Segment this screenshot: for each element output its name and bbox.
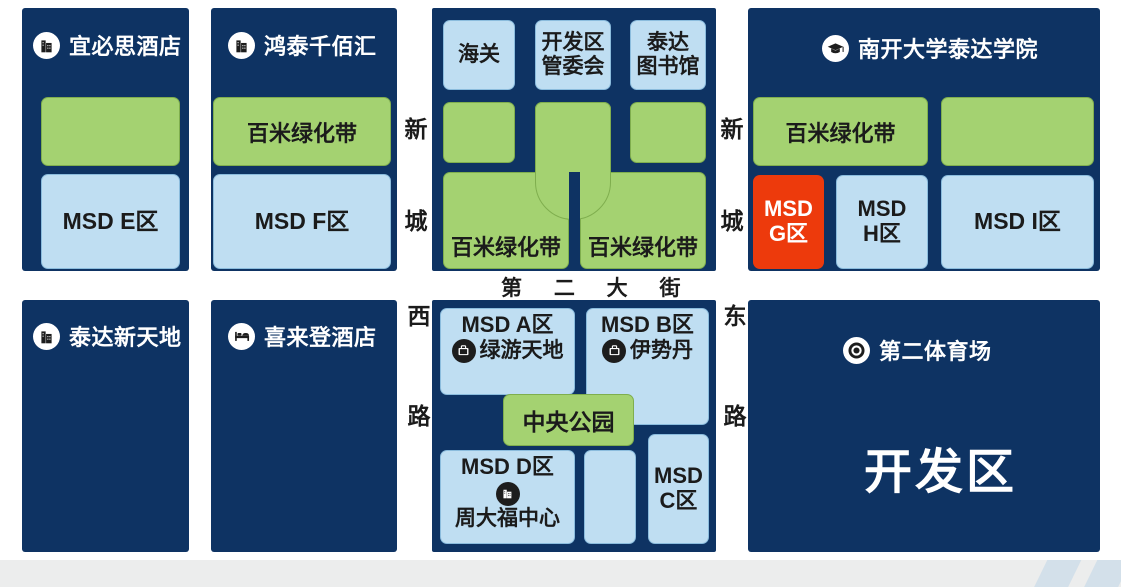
panel-second-stadium[interactable]: [748, 300, 1100, 552]
zone-title-kaifaqu: 开发区: [864, 446, 1018, 499]
msd-zone-I[interactable]: MSD I区: [941, 175, 1094, 269]
street-label-xilu-1: 西: [407, 303, 431, 329]
msd-a-poi[interactable]: 绿游天地: [451, 338, 564, 363]
building-icon: [33, 322, 60, 350]
panel-second-stadium-label: 第二体育场: [879, 339, 992, 364]
graduation-cap-icon: [822, 34, 849, 62]
msd-zone-F[interactable]: MSD F区: [213, 174, 391, 269]
street-label-donglu-1: 东: [723, 303, 747, 329]
msd-a-label: MSD A区: [461, 312, 554, 337]
msd-c-line2: C区: [659, 488, 698, 513]
msd-g-line2: G区: [768, 221, 809, 246]
civic-admin-committee[interactable]: 开发区 管委会: [535, 20, 611, 90]
msd-h-line1: MSD: [857, 196, 907, 222]
green-plot-center-nw[interactable]: [443, 102, 515, 163]
civic-customs[interactable]: 海关: [443, 20, 515, 90]
street-label-xilu-2: 路: [407, 403, 431, 429]
teda-library-line1: 泰达: [647, 31, 689, 55]
street-label-xincheng-east-2: 城: [720, 208, 744, 234]
msd-zone-E[interactable]: MSD E区: [41, 174, 180, 269]
footer-strip: [0, 560, 1121, 587]
panel-second-stadium-header: 第二体育场: [843, 334, 992, 366]
msd-zone-H[interactable]: MSD H区: [836, 175, 928, 269]
decorative-slash: [1078, 560, 1121, 587]
msd-a-poi-label: 绿游天地: [479, 338, 564, 362]
panel-sheraton-label: 喜来登酒店: [264, 325, 377, 350]
street-label-second-street: 第 二 大 街: [501, 277, 694, 300]
street-label-donglu-2: 路: [723, 403, 747, 429]
stadium-icon: [843, 336, 870, 364]
panel-nankai-label: 南开大学泰达学院: [858, 37, 1039, 62]
decorative-slash: [1028, 560, 1086, 587]
building-icon: [33, 31, 60, 59]
teda-library-line2: 图书馆: [636, 55, 700, 78]
msd-b-label: MSD B区: [601, 312, 694, 337]
msd-b-poi[interactable]: 伊势丹: [602, 338, 693, 363]
panel-hongtai-label: 鸿泰千佰汇: [264, 34, 377, 59]
shopping-bag-icon: [602, 338, 626, 363]
shopping-bag-icon: [451, 338, 476, 363]
panel-nankai-header: 南开大学泰达学院: [822, 32, 1038, 64]
panel-teda-new-world-label: 泰达新天地: [69, 325, 182, 350]
msd-zone-A[interactable]: MSD A区 绿游天地: [440, 308, 575, 395]
building-icon: [495, 481, 520, 506]
civic-teda-library[interactable]: 泰达 图书馆: [630, 20, 706, 90]
green-belt-nankai[interactable]: 百米绿化带: [753, 97, 928, 166]
green-belt-hongtai[interactable]: 百米绿化带: [213, 97, 391, 166]
panel-sheraton-header: 喜来登酒店: [228, 320, 377, 352]
street-label-xincheng-west-1: 新: [404, 116, 428, 142]
admin-committee-line1: 开发区: [541, 31, 605, 55]
msd-g-line1: MSD: [764, 196, 813, 222]
plot-center-south-filler[interactable]: [584, 450, 636, 544]
central-park[interactable]: 中央公园: [503, 394, 634, 446]
street-label-xincheng-east-1: 新: [720, 116, 744, 142]
admin-committee-line2: 管委会: [541, 55, 605, 78]
bed-icon: [228, 322, 255, 350]
msd-d-poi-label: 周大福中心: [455, 506, 560, 530]
panel-ibis-hotel-label: 宜必思酒店: [69, 34, 182, 59]
green-plot-ibis[interactable]: [41, 97, 180, 166]
panel-teda-new-world-header: 泰达新天地: [33, 320, 182, 352]
street-label-xincheng-west-2: 城: [404, 208, 428, 234]
msd-d-label: MSD D区: [461, 454, 554, 479]
msd-zone-D[interactable]: MSD D区 周大福中心: [440, 450, 575, 544]
msd-zone-C[interactable]: MSD C区: [648, 434, 709, 544]
msd-zone-G[interactable]: MSD G区: [753, 175, 824, 269]
green-plot-nankai-east[interactable]: [941, 97, 1094, 166]
panel-ibis-hotel-header: 宜必思酒店: [33, 29, 182, 61]
panel-hongtai-header: 鸿泰千佰汇: [228, 29, 377, 61]
green-u-gap-left: [569, 172, 580, 269]
msd-h-line2: H区: [863, 221, 901, 246]
building-icon: [228, 31, 255, 59]
green-plot-center-ne[interactable]: [630, 102, 706, 163]
msd-b-poi-label: 伊势丹: [630, 338, 693, 362]
msd-c-line1: MSD: [654, 463, 703, 489]
